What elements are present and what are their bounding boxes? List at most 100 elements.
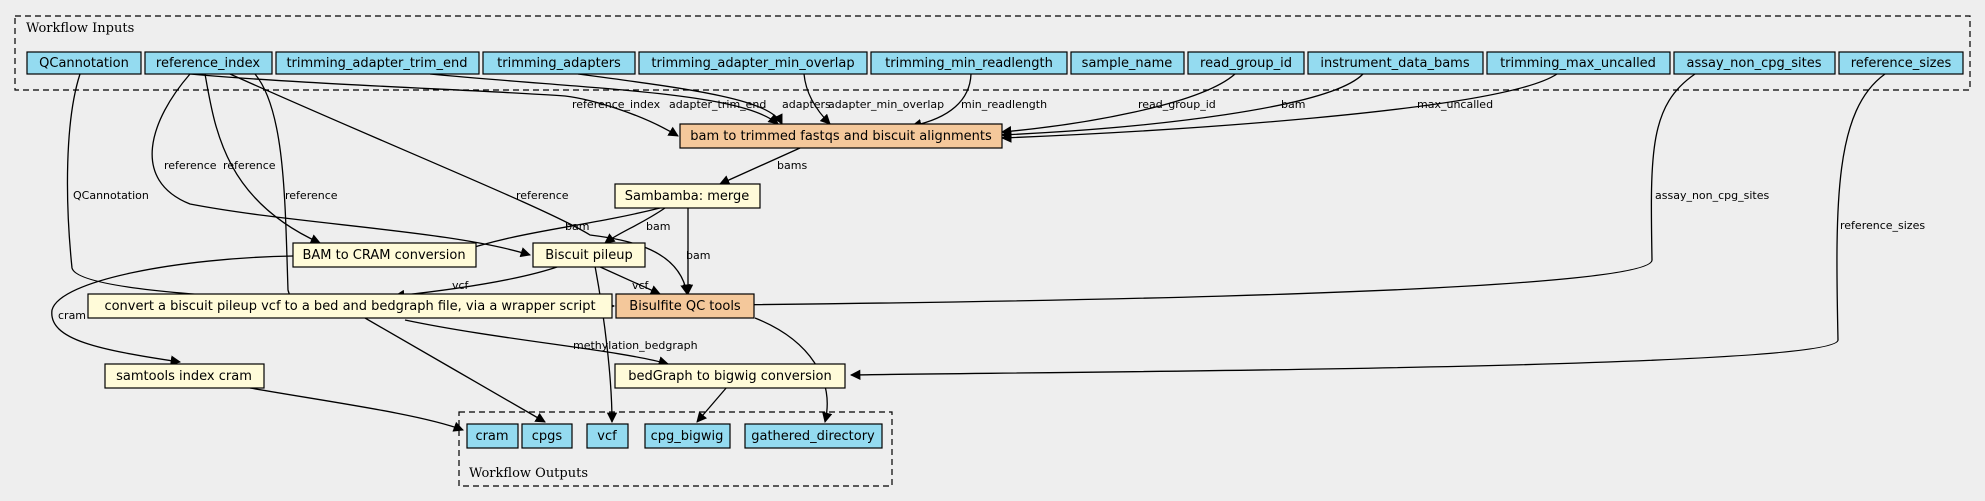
edge-cram-to-idx [51,255,294,366]
input-node-trimming-max-uncalled[interactable]: trimming_max_uncalled [1486,51,1671,75]
step-node-bam-to-cram[interactable]: BAM to CRAM conversion [292,242,477,268]
edge-minread-to-bam2fq [910,73,972,130]
edge-label-max-uncalled: max_uncalled [1417,98,1493,111]
edge-overlap-to-bam2fq [803,73,831,125]
input-nodes: QCannotation reference_index trimming_ad… [26,51,1964,75]
step-node-bam-to-trimmed-fastqs[interactable]: bam to trimmed fastqs and biscuit alignm… [679,123,1003,149]
edge-label-reference-bed: reference [285,189,338,202]
edge-bigwig-to-cpgbigwig [696,386,728,423]
output-label-gathered-directory: gathered_directory [751,429,875,444]
step-nodes: bam to trimmed fastqs and biscuit alignm… [87,123,1003,389]
step-label-biscuit-pileup: Biscuit pileup [545,248,633,263]
output-label-cpgs: cpgs [532,429,563,444]
input-label-assay-non-cpg-sites: assay_non_cpg_sites [1686,56,1821,71]
edge-label-methylation-bedgraph: methylation_bedgraph [573,339,698,352]
input-node-sample-name[interactable]: sample_name [1070,51,1185,75]
edge-label-reference-sizes: reference_sizes [1840,219,1925,232]
input-node-reference-index[interactable]: reference_index [144,51,273,75]
step-node-convert-biscuit-pileup[interactable]: convert a biscuit pileup vcf to a bed an… [87,293,613,319]
input-node-trimming-adapter-trim-end[interactable]: trimming_adapter_trim_end [275,51,480,75]
output-node-gathered-directory[interactable]: gathered_directory [744,423,883,449]
edge-reference-to-qc [229,73,691,296]
step-node-bedgraph-to-bigwig[interactable]: bedGraph to bigwig conversion [614,363,846,389]
input-node-reference-sizes[interactable]: reference_sizes [1838,51,1964,75]
workflow-outputs-cluster: Workflow Outputs [458,411,893,487]
input-node-read-group-id[interactable]: read_group_id [1187,51,1305,75]
edge-label-min-readlength: min_readlength [961,98,1047,111]
edge-bam2fq-to-merge [719,147,801,185]
input-node-qcannotation[interactable]: QCannotation [26,51,142,75]
output-node-cpg-bigwig[interactable]: cpg_bigwig [644,423,731,449]
input-label-trimming-adapter-min-overlap: trimming_adapter_min_overlap [651,56,854,71]
step-label-bam-to-cram: BAM to CRAM conversion [302,248,465,263]
step-node-sambamba-merge[interactable]: Sambamba: merge [614,183,761,209]
edge-reference-to-bam2fq [189,73,679,137]
edge-bams-to-bam2fq [1000,73,1364,140]
edge-idx-to-cram-output [249,387,464,432]
step-node-biscuit-pileup[interactable]: Biscuit pileup [532,242,646,268]
output-label-vcf: vcf [597,429,617,444]
workflow-inputs-cluster: Workflow Inputs [14,15,1971,91]
edge-rg-to-bam2fq [1000,73,1236,137]
edge-label-adapter-trim-end: adapter_trim_end [669,98,766,111]
edge-label-adapter-min-overlap: adapter_min_overlap [828,98,944,111]
input-node-trimming-adapter-min-overlap[interactable]: trimming_adapter_min_overlap [638,51,868,75]
edge-label-assay-non-cpg-sites: assay_non_cpg_sites [1655,189,1770,202]
input-label-read-group-id: read_group_id [1200,56,1292,71]
edge-adapters-to-bam2fq [577,73,783,125]
edge-label-pileup-qc: vcf [632,279,650,292]
input-label-reference-index: reference_index [156,56,260,71]
step-label-bisulfite-qc-tools: Bisulfite QC tools [629,299,741,314]
edge-label-merge-qc: bam [686,249,710,262]
output-nodes: cram cpgs vcf cpg_bigwig gathered_direct… [466,423,883,449]
edge-label-qcannotation: QCannotation [73,189,149,202]
edge-label-reference-pileup: reference [164,159,217,172]
edge-label-pileup-bed: vcf [452,279,470,292]
edge-qc-to-gathered [754,317,833,424]
edge-label-cram: cram [58,309,86,322]
edge-label-reference-qc: reference [516,189,569,202]
input-node-instrument-data-bams[interactable]: instrument_data_bams [1307,51,1484,75]
edge-merge-to-pileup [604,207,666,244]
step-label-bam-to-trimmed-fastqs: bam to trimmed fastqs and biscuit alignm… [690,129,992,144]
step-label-convert-biscuit-pileup: convert a biscuit pileup vcf to a bed an… [104,299,595,314]
edge-uncalled-to-bam2fq [1000,73,1558,143]
output-node-cpgs[interactable]: cpgs [521,423,573,449]
input-label-trimming-adapters: trimming_adapters [497,56,621,71]
edge-label-merge-pileup: bam [646,220,670,233]
input-label-trimming-max-uncalled: trimming_max_uncalled [1500,56,1656,71]
input-node-trimming-min-readlength[interactable]: trimming_min_readlength [870,51,1068,75]
edge-label-reference-cram: reference [223,159,276,172]
edge-label-adapters: adapters [782,98,831,111]
step-node-samtools-index-cram[interactable]: samtools index cram [104,363,265,389]
input-node-assay-non-cpg-sites[interactable]: assay_non_cpg_sites [1673,51,1836,75]
edge-labels: reference_index adapter_trim_end adapter… [58,98,1925,352]
output-label-cram: cram [475,429,508,444]
input-label-qcannotation: QCannotation [39,56,129,71]
workflow-inputs-title: Workflow Inputs [26,21,134,36]
edge-label-read-group-id: read_group_id [1138,98,1216,111]
input-label-instrument-data-bams: instrument_data_bams [1320,56,1469,71]
input-label-reference-sizes: reference_sizes [1851,56,1952,71]
edge-pileup-to-vcf [594,265,618,424]
edge-label-merge-cram: bam [565,220,589,233]
edge-trim-end-to-bam2fq [429,73,779,125]
workflow-outputs-title: Workflow Outputs [469,466,588,481]
step-label-bedgraph-to-bigwig: bedGraph to bigwig conversion [628,369,831,384]
input-node-trimming-adapters[interactable]: trimming_adapters [482,51,636,75]
edge-label-bams: bams [777,159,807,172]
edge-pileup-to-qc [597,265,661,295]
edge-bed-to-bigwig [404,319,669,367]
edge-reference-to-cram [204,73,321,244]
edge-label-reference-index: reference_index [572,98,661,111]
edge-reference-to-pileup [151,73,531,258]
output-label-cpg-bigwig: cpg_bigwig [651,429,724,444]
output-node-vcf[interactable]: vcf [586,423,629,449]
edge-bed-to-cpgs [364,317,546,423]
edge-label-bam-input: bam [1281,98,1305,111]
output-node-cram[interactable]: cram [466,423,519,449]
step-node-bisulfite-qc-tools[interactable]: Bisulfite QC tools [615,293,755,319]
step-label-samtools-index-cram: samtools index cram [116,369,252,384]
edge-noncpg-to-qc [614,73,1696,312]
